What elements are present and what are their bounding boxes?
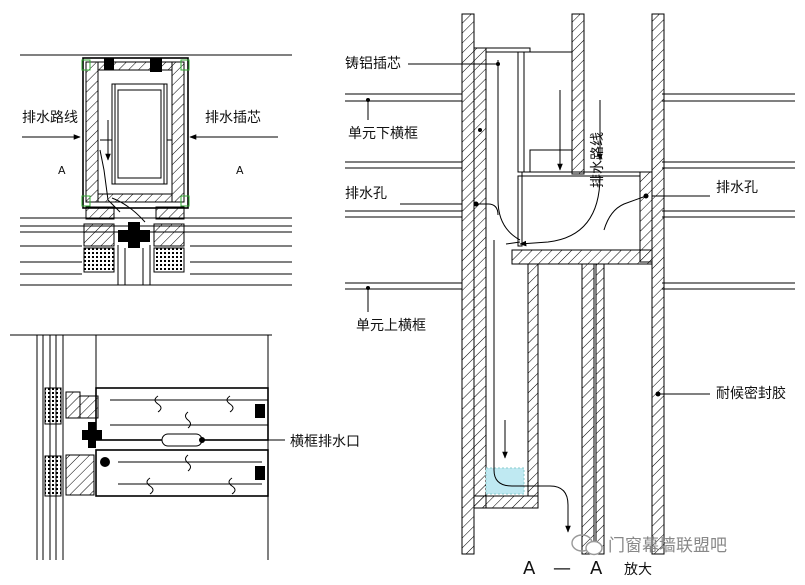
label-weather-sealant: 耐候密封胶	[716, 385, 786, 402]
transom-bands	[345, 93, 795, 290]
label-drain-route-vertical: 排水路线	[590, 132, 606, 188]
label-drain-hole-right: 排水孔	[716, 180, 758, 196]
label-section-a-right: A	[236, 164, 244, 177]
watermark-text: 门窗幕墙联盟吧	[608, 536, 727, 556]
label-drain-hole-left: 排水孔	[345, 186, 387, 202]
label-section-a-left: A	[58, 164, 66, 177]
watermark: 门窗幕墙联盟吧	[571, 534, 727, 556]
section-title-enlarged: 放大	[624, 562, 652, 578]
section-title-a1: A	[523, 558, 536, 579]
section-title-a2: A	[590, 558, 603, 579]
label-cast-aluminum-insert: 铸铝插芯	[345, 56, 401, 72]
section-title-dash: —	[553, 558, 571, 579]
label-drain-route-left: 排水路线	[22, 110, 78, 126]
bottom-left-detail: 横框排水口	[10, 334, 360, 560]
label-unit-upper-transom: 单元上横框	[356, 318, 426, 334]
top-left-detail: 排水路线 排水插芯 A A	[20, 54, 292, 286]
label-unit-lower-transom: 单元下横框	[348, 126, 418, 142]
label-drain-insert: 排水插芯	[205, 110, 261, 126]
label-transom-drain-outlet: 横框排水口	[290, 434, 360, 450]
aa-section: 铸铝插芯 单元下横框 排水路线 排水孔 排水孔 单元上横框 耐候密封胶 A — …	[345, 13, 795, 579]
